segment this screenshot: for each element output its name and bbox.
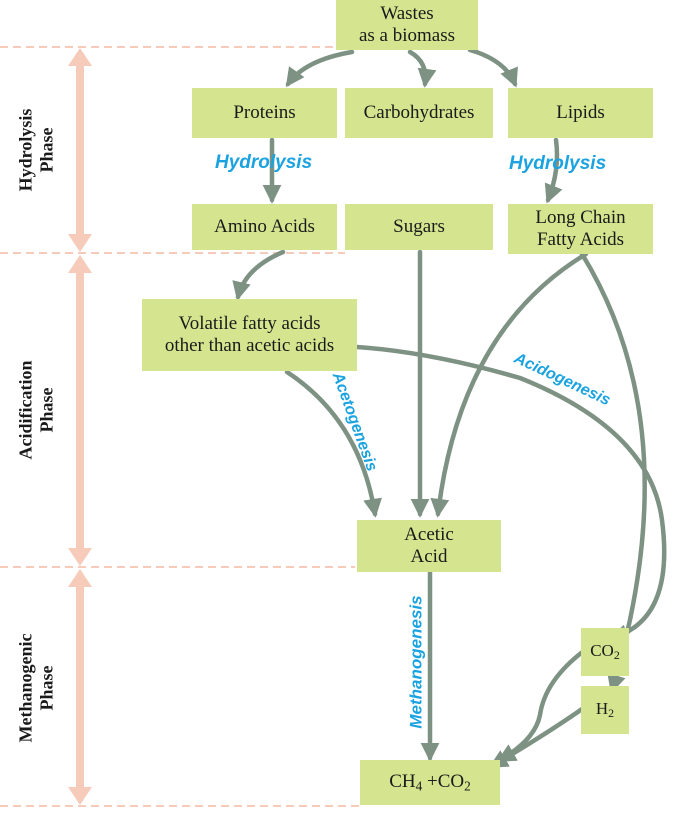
h2-sub: 2 <box>608 706 615 721</box>
phase-label-methanogenic: Methanogenic Phase <box>15 558 56 818</box>
box-lcfa-line1: Long Chain <box>535 207 626 229</box>
arrow-lcfa-to-h2 <box>579 251 647 694</box>
co2-product-sub: 2 <box>464 778 471 794</box>
arrow-wastes-to-proteins <box>285 49 355 88</box>
box-amino-acids: Amino Acids <box>192 204 337 250</box>
box-wastes: Wastes as a biomass <box>336 0 478 50</box>
methanogenic-range-arrowhead-top <box>68 569 92 587</box>
phase-label-acidification: Acidification Phase <box>15 280 56 540</box>
box-ch4-co2: CH4 +CO2 <box>360 760 500 805</box>
arrow-lcfa-to-acetic <box>430 251 589 518</box>
process-label-hydrolysis-right: Hydrolysis <box>509 153 607 174</box>
box-sugars: Sugars <box>345 204 493 250</box>
arrow-h2-to-products <box>488 704 588 769</box>
box-sugars-label: Sugars <box>393 216 445 238</box>
co2-main: CO <box>590 641 614 661</box>
box-vfa-line2: other than acetic acids <box>164 335 335 356</box>
ch4-main: CH <box>389 771 416 793</box>
box-amino-acids-label: Amino Acids <box>214 216 315 238</box>
phase-label-line: Acidification <box>15 360 36 460</box>
box-wastes-line1: Wastes <box>380 3 434 25</box>
box-wastes-line2: as a biomass <box>358 25 456 46</box>
box-h2-label: H2 <box>596 699 614 721</box>
box-proteins: Proteins <box>192 88 337 138</box>
acidification-range-bar <box>76 268 84 552</box>
box-long-chain-fatty-acids: Long Chain Fatty Acids <box>508 204 653 254</box>
box-acetic-acid: Acetic Acid <box>357 520 501 572</box>
co2-sub: 2 <box>613 648 620 663</box>
box-vfa-line1: Volatile fatty acids <box>178 313 321 335</box>
phase-separators <box>0 46 360 807</box>
box-carbohydrates: Carbohydrates <box>345 88 493 138</box>
flow-arrows <box>232 47 667 769</box>
ch4-sub: 4 <box>415 778 423 794</box>
acidification-range-arrowhead-bottom <box>68 548 92 566</box>
h2-main: H <box>595 699 609 719</box>
phase-label-line: Methanogenic <box>15 633 36 743</box>
co2-product-main: +CO <box>422 771 465 793</box>
box-lipids: Lipids <box>508 88 653 138</box>
hydrolysis-range-arrowhead-top <box>68 48 92 66</box>
arrow-wastes-to-lipids <box>467 47 518 88</box>
box-proteins-label: Proteins <box>233 102 296 124</box>
phase-label-line: Phase <box>36 665 56 711</box>
arrow-amino-acids-to-vfa <box>232 249 286 301</box>
phase-label-line: Phase <box>36 387 56 433</box>
acidification-range-arrowhead-top <box>68 255 92 273</box>
box-lipids-label: Lipids <box>556 102 605 124</box>
box-h2: H2 <box>581 686 629 734</box>
arrow-co2-to-products <box>496 647 588 763</box>
box-acetic-line1: Acetic <box>404 524 454 546</box>
box-carbohydrates-label: Carbohydrates <box>363 102 475 124</box>
phase-label-line: Phase <box>36 127 56 173</box>
box-volatile-fatty-acids: Volatile fatty acids other than acetic a… <box>142 299 357 371</box>
hydrolysis-range-bar <box>76 60 84 238</box>
phase-range-arrows <box>68 48 92 805</box>
arrow-wastes-to-carbohydrates <box>407 49 437 88</box>
phase-label-hydrolysis: Hydrolysis Phase <box>15 20 56 280</box>
arrow-vfa-to-co2 <box>354 344 667 643</box>
box-acetic-line2: Acid <box>410 546 448 567</box>
arrow-vfa-to-acetic <box>284 369 382 518</box>
methanogenic-range-bar <box>76 582 84 790</box>
box-lcfa-line2: Fatty Acids <box>536 229 625 250</box>
methanogenic-range-arrowhead-bottom <box>68 787 92 805</box>
process-label-methanogenesis: Methanogenesis <box>406 595 426 729</box>
phase-label-line: Hydrolysis <box>15 108 36 192</box>
box-co2-label: CO2 <box>590 641 620 663</box>
hydrolysis-range-arrowhead-bottom <box>68 234 92 252</box>
arrow-lipids-to-lcfa <box>544 137 563 204</box>
box-products-label: CH4 +CO2 <box>389 771 471 794</box>
box-co2: CO2 <box>581 628 629 676</box>
process-label-hydrolysis-left: Hydrolysis <box>215 152 313 173</box>
